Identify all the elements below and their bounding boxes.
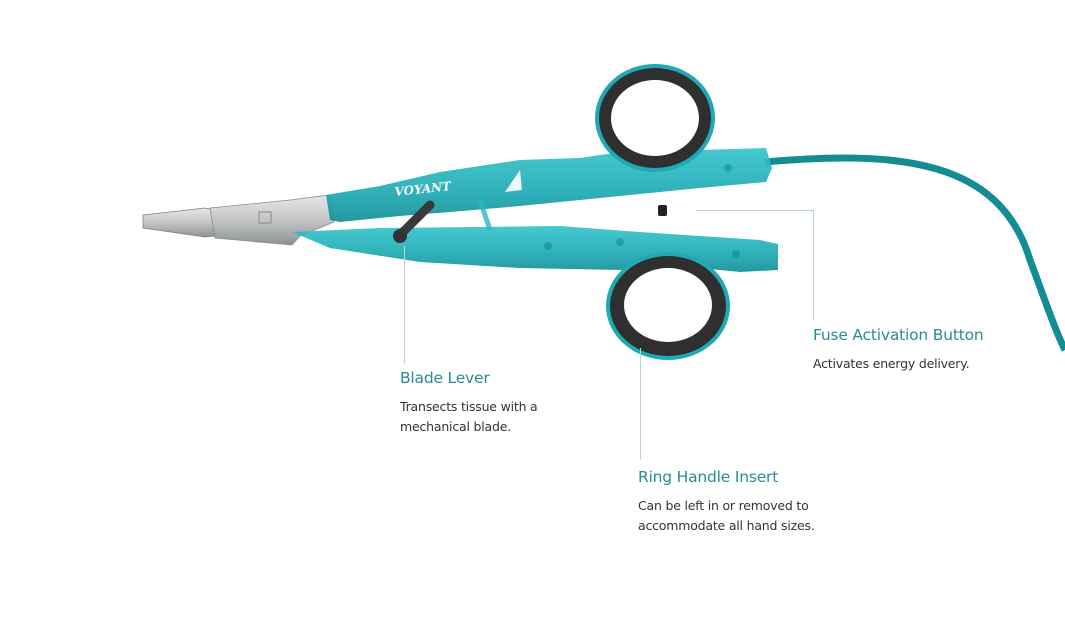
description-line: mechanical blade. bbox=[400, 419, 511, 434]
description-line: Can be left in or removed to bbox=[638, 498, 809, 513]
callout-fuse-activation-button: Fuse Activation Button Activates energy … bbox=[813, 326, 984, 374]
brand-logo: VOYANT bbox=[394, 179, 453, 199]
callout-description: Activates energy delivery. bbox=[813, 354, 983, 374]
callout-title: Fuse Activation Button bbox=[813, 326, 984, 344]
description-line: Transects tissue with a bbox=[400, 399, 538, 414]
description-line: Activates energy delivery. bbox=[813, 356, 970, 371]
callout-blade-lever: Blade Lever Transects tissue with a mecha… bbox=[400, 369, 538, 437]
jaw-tip bbox=[142, 207, 216, 238]
fuse-activation-button bbox=[658, 205, 667, 216]
callout-title: Ring Handle Insert bbox=[638, 468, 779, 486]
callout-description: Transects tissue with a mechanical blade. bbox=[400, 397, 538, 437]
blade-lever bbox=[395, 200, 435, 240]
blade-lever-leader bbox=[404, 246, 405, 364]
callout-title: Blade Lever bbox=[400, 369, 490, 387]
description-line: accommodate all hand sizes. bbox=[638, 518, 815, 533]
ring-handle-leader bbox=[640, 348, 641, 460]
fuse-button-leader-v bbox=[813, 210, 814, 320]
fuse-button-leader-h bbox=[696, 210, 814, 211]
callout-description: Can be left in or removed to accommodate … bbox=[638, 496, 815, 536]
cable bbox=[764, 154, 1065, 352]
callout-ring-handle-insert: Ring Handle Insert Can be left in or rem… bbox=[638, 468, 815, 536]
